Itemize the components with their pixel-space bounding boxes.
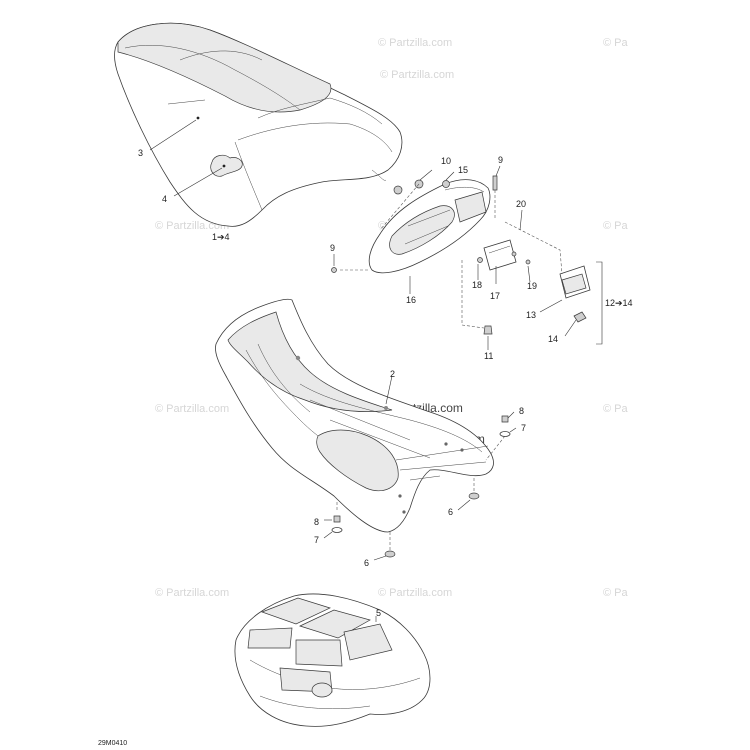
callout-3: 3 bbox=[138, 148, 143, 158]
tray-leaders bbox=[323, 375, 517, 561]
callout-10: 10 bbox=[441, 156, 451, 166]
callout-11: 11 bbox=[484, 351, 493, 361]
callout-19: 19 bbox=[527, 281, 537, 291]
callout-16: 16 bbox=[406, 295, 416, 305]
seat-assembly bbox=[114, 22, 403, 227]
watermark: © Partzilla.com bbox=[155, 403, 229, 415]
callout-7-left: 7 bbox=[314, 535, 319, 545]
callout-15: 15 bbox=[458, 165, 468, 175]
taillight-leaders bbox=[333, 165, 603, 350]
callout-6-left: 6 bbox=[364, 558, 369, 568]
watermark: © Partzilla.com bbox=[380, 69, 454, 81]
callout-9-top: 9 bbox=[498, 155, 503, 165]
watermark: © Pa bbox=[603, 37, 628, 49]
callout-8-right: 8 bbox=[519, 406, 524, 416]
callout-7-right: 7 bbox=[521, 423, 526, 433]
callout-20: 20 bbox=[516, 199, 526, 209]
callout-range-12-14: 12➔14 bbox=[605, 298, 633, 308]
taillight-housing bbox=[331, 175, 591, 335]
watermark: © Partzilla.com bbox=[155, 587, 229, 599]
callout-range-1-4: 1➔4 bbox=[212, 232, 230, 242]
watermark: © Partzilla.com bbox=[155, 220, 229, 232]
watermark: © Pa bbox=[603, 220, 628, 232]
callout-4: 4 bbox=[162, 194, 167, 204]
watermark: © Pa bbox=[603, 587, 628, 599]
callout-9-left: 9 bbox=[330, 243, 335, 253]
watermark: © Partzilla.com bbox=[378, 587, 452, 599]
callout-18: 18 bbox=[472, 280, 482, 290]
callout-labels: 3 4 1➔4 10 15 9 20 9 16 18 17 19 13 14 1… bbox=[98, 148, 633, 747]
callout-5: 5 bbox=[376, 608, 381, 618]
storage-bin bbox=[234, 593, 431, 727]
callout-17: 17 bbox=[490, 291, 500, 301]
callout-13: 13 bbox=[526, 310, 536, 320]
seat-leaders bbox=[149, 119, 223, 197]
callout-14: 14 bbox=[548, 334, 558, 344]
watermark: © Partzilla.com bbox=[378, 37, 452, 49]
under-seat-tray bbox=[215, 298, 494, 533]
diagram-code: 29M0410 bbox=[98, 740, 127, 747]
callout-6-right: 6 bbox=[448, 507, 453, 517]
watermark: © Pa bbox=[603, 403, 628, 415]
callout-2: 2 bbox=[390, 369, 395, 379]
callout-8-left: 8 bbox=[314, 517, 319, 527]
tray-fasteners bbox=[331, 415, 511, 558]
